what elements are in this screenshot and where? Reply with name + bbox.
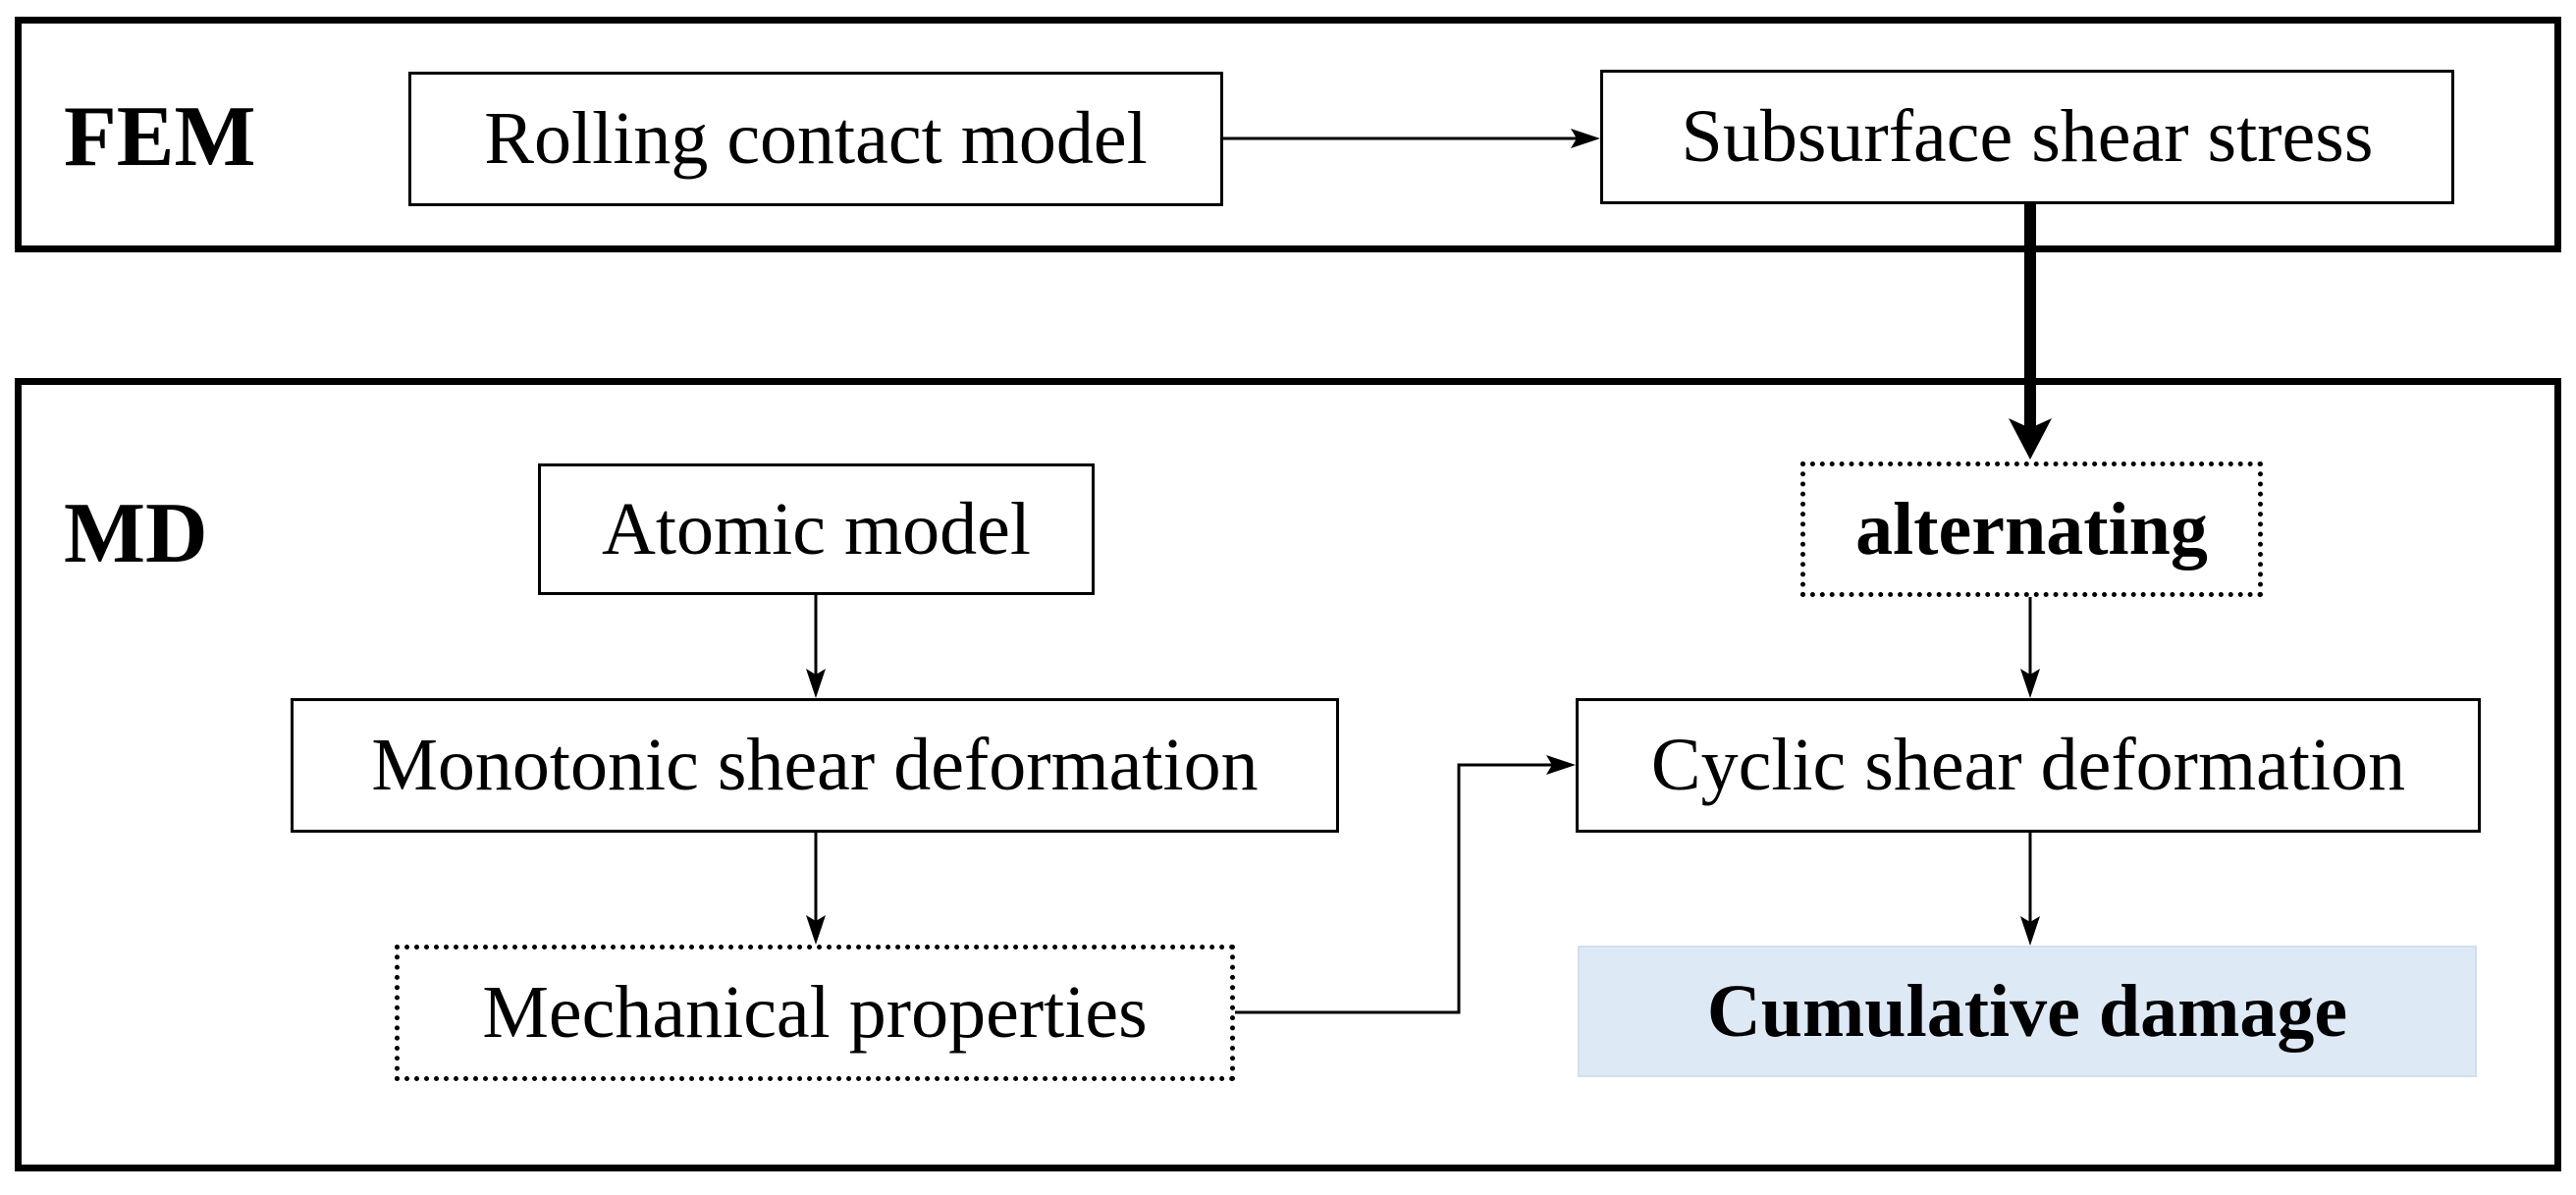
md-panel-label: MD	[64, 486, 208, 581]
mechanical-properties-box: Mechanical properties	[395, 945, 1235, 1081]
fem-panel	[15, 17, 2561, 252]
arrowhead-cyclic-from-alternating	[2020, 669, 2040, 698]
cyclic-shear-deformation-box: Cyclic shear deformation	[1576, 698, 2481, 833]
rolling-contact-model-box: Rolling contact model	[408, 72, 1223, 206]
fem-panel-label: FEM	[64, 89, 256, 185]
edge-mechanical-to-cyclic	[1235, 763, 1555, 1014]
cyclic-shear-deformation-label: Cyclic shear deformation	[1650, 724, 2406, 806]
atomic-model-box: Atomic model	[538, 463, 1095, 595]
subsurface-shear-stress-box: Subsurface shear stress	[1600, 70, 2454, 204]
arrowhead-mechanical	[806, 915, 826, 945]
monotonic-shear-deformation-label: Monotonic shear deformation	[371, 724, 1259, 806]
mechanical-properties-label: Mechanical properties	[482, 971, 1148, 1054]
cumulative-damage-label: Cumulative damage	[1706, 969, 2348, 1053]
subsurface-shear-stress-label: Subsurface shear stress	[1681, 95, 2374, 178]
arrowhead-subsurface	[1571, 129, 1600, 148]
alternating-box: alternating	[1800, 462, 2263, 597]
md-panel	[15, 378, 2561, 1171]
arrowhead-cyclic-from-mechanical	[1546, 755, 1576, 775]
cumulative-damage-box: Cumulative damage	[1578, 946, 2477, 1077]
arrowhead-monotonic	[806, 669, 826, 698]
alternating-label: alternating	[1855, 487, 2208, 570]
atomic-model-label: Atomic model	[602, 487, 1031, 570]
arrowhead-cumulative	[2020, 916, 2040, 946]
rolling-contact-model-label: Rolling contact model	[484, 97, 1148, 180]
monotonic-shear-deformation-box: Monotonic shear deformation	[291, 698, 1339, 833]
arrowhead-alternating	[2009, 418, 2052, 460]
